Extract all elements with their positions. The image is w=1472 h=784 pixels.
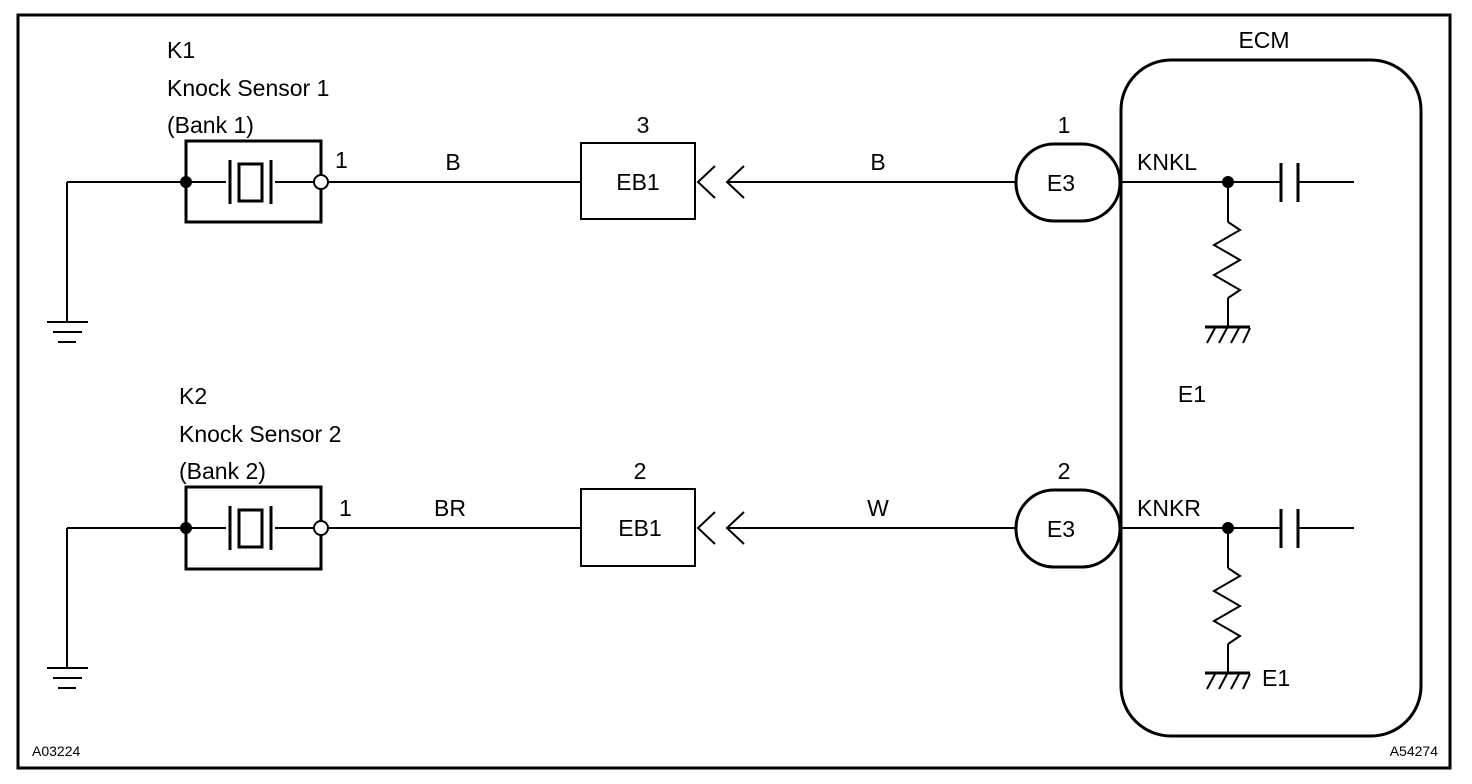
resistor-2-icon bbox=[1211, 567, 1243, 645]
sensor-2-pin: 1 bbox=[339, 495, 352, 521]
connector-2-label: E3 bbox=[1047, 516, 1075, 542]
sensor-1-id: K1 bbox=[167, 37, 195, 63]
wire-2-left-color: BR bbox=[434, 495, 466, 521]
wire-2-right-color: W bbox=[867, 495, 889, 521]
ecm-ground-label: E1 bbox=[1178, 381, 1206, 407]
footer-right-code: A54274 bbox=[1390, 743, 1438, 759]
ecm-terminal-1: KNKL bbox=[1137, 149, 1197, 175]
sensor-1-pin: 1 bbox=[335, 147, 348, 173]
connector-2-pin: 2 bbox=[1058, 458, 1071, 484]
sensor-2-id: K2 bbox=[179, 383, 207, 409]
ground-2-icon bbox=[47, 667, 88, 689]
crystal-1-icon bbox=[228, 160, 273, 204]
footer-left-code: A03224 bbox=[32, 743, 80, 759]
ground-1-icon bbox=[47, 321, 88, 343]
sensor-1-name: Knock Sensor 1 bbox=[167, 75, 329, 101]
resistor-1-icon bbox=[1211, 221, 1243, 299]
ecm-title: ECM bbox=[1238, 27, 1289, 53]
connector-1-pin: 1 bbox=[1058, 112, 1071, 138]
crystal-2-icon bbox=[228, 506, 273, 550]
sensor-1-bank: (Bank 1) bbox=[167, 112, 254, 138]
ecm-box bbox=[1119, 58, 1423, 738]
junction-2-box bbox=[580, 488, 696, 567]
junction-1-box bbox=[580, 142, 696, 220]
connector-2-shape bbox=[1014, 488, 1122, 569]
chassis-ground-1-icon bbox=[1205, 325, 1251, 344]
circuit-knock-sensor-1: K1 Knock Sensor 1 (Bank 1) 1 B 3 EB1 bbox=[47, 37, 1354, 344]
junction-1-pin: 3 bbox=[637, 112, 650, 138]
sensor-2-pin-terminal bbox=[313, 520, 329, 536]
ecm-ground-label-bottom: E1 bbox=[1262, 665, 1290, 691]
diagram-frame bbox=[16, 13, 1452, 770]
chassis-ground-2-icon bbox=[1205, 671, 1251, 690]
circuit-knock-sensor-2: K2 Knock Sensor 2 (Bank 2) 1 BR 2 EB1 bbox=[47, 383, 1354, 690]
capacitor-2-icon bbox=[1279, 509, 1300, 548]
junction-2-pin: 2 bbox=[634, 458, 647, 484]
junction-2-label: EB1 bbox=[618, 515, 661, 541]
sensor-2-bank: (Bank 2) bbox=[179, 458, 266, 484]
connector-1-shape bbox=[1014, 142, 1122, 223]
wire-1-right-color: B bbox=[870, 149, 885, 175]
sensor-1-pin-terminal bbox=[313, 174, 329, 190]
junction-1-label: EB1 bbox=[616, 169, 659, 195]
wire-1-left-color: B bbox=[445, 149, 460, 175]
capacitor-1-icon bbox=[1279, 163, 1300, 202]
sensor-2-name: Knock Sensor 2 bbox=[179, 421, 341, 447]
connector-1-label: E3 bbox=[1047, 170, 1075, 196]
ecm-terminal-2: KNKR bbox=[1137, 495, 1201, 521]
